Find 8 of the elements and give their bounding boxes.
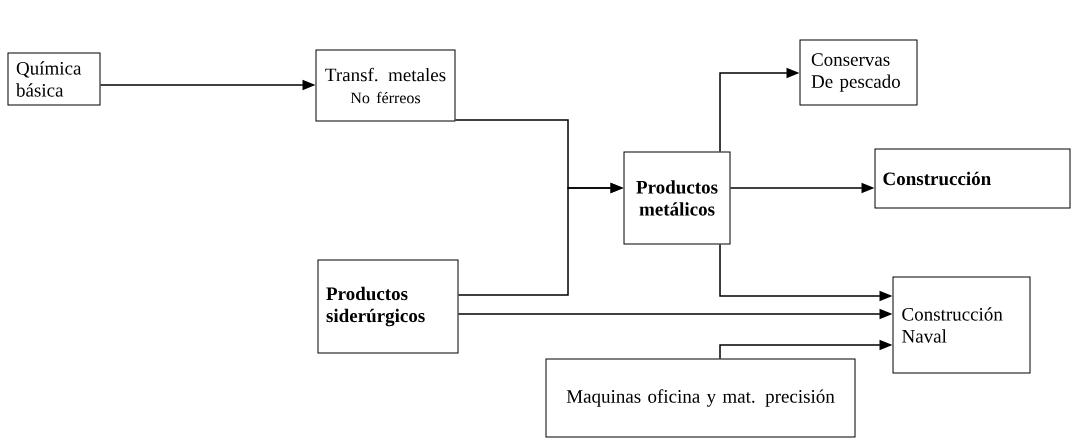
flow-box: Química básica	[7, 52, 101, 106]
flow-box: Construcción	[874, 148, 1071, 209]
flow-box: Transf. metales No férreos	[315, 49, 456, 122]
flow-box: Productos metálicos	[623, 151, 731, 245]
flow-box: Productos siderúrgicos	[317, 259, 459, 354]
flow-box: Maquinas oficina y mat. precisión	[545, 358, 856, 438]
flow-box: Construcción Naval	[892, 276, 1031, 374]
flow-box: Conservas De pescado	[799, 39, 918, 106]
